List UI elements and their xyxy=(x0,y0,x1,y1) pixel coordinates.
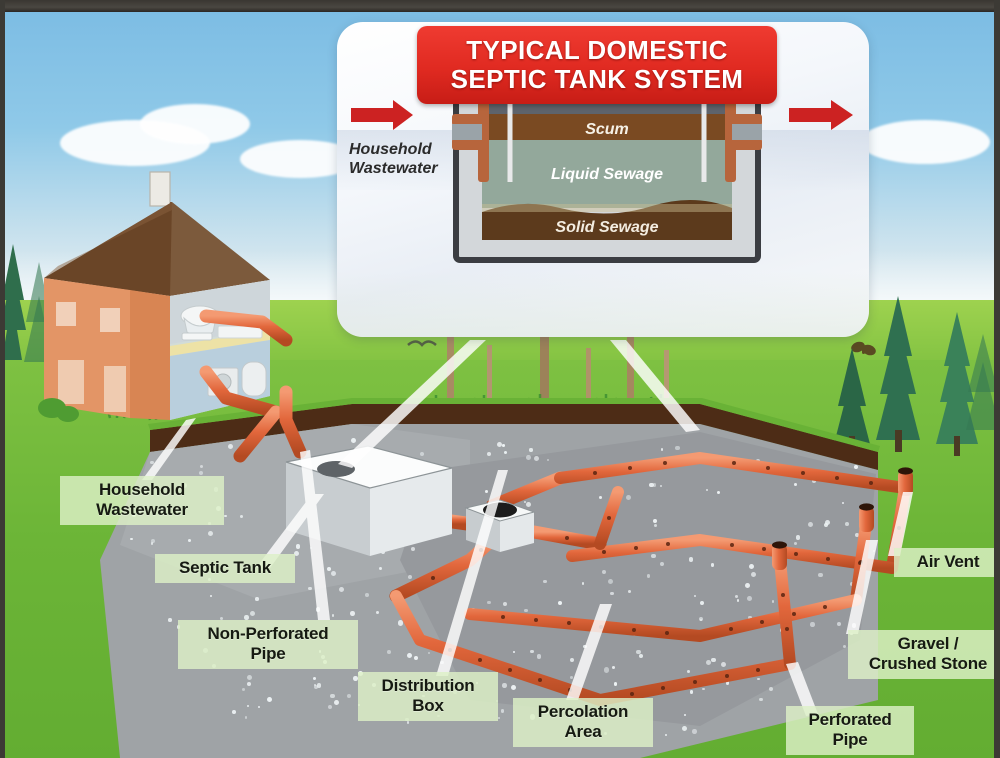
pipe-perforation xyxy=(628,466,632,470)
pipe-perforation xyxy=(896,526,901,530)
pipe-perforation xyxy=(729,626,734,631)
pipe-perforation xyxy=(500,615,505,620)
layer-label-liquid: Liquid Sewage xyxy=(551,166,663,183)
pipe-perforation xyxy=(665,630,670,635)
top-border xyxy=(0,0,1000,12)
inset-arrows xyxy=(351,100,853,130)
pipe-perforation xyxy=(834,476,839,480)
pipe-perforation xyxy=(791,612,796,617)
roof xyxy=(170,202,270,296)
pipe-perforation xyxy=(666,542,670,546)
right-border xyxy=(994,0,1000,758)
pipe-perforation xyxy=(599,624,604,629)
inset-inflow-label: Household Wastewater xyxy=(349,141,438,177)
pipe-perforation xyxy=(602,550,606,554)
pipe-perforation xyxy=(766,466,771,470)
pipe-perforation xyxy=(756,668,761,672)
title-text: TYPICAL DOMESTIC SEPTIC TANK SYSTEM xyxy=(450,35,744,94)
pipe-perforation xyxy=(781,592,786,597)
pipe-perforation xyxy=(479,548,483,552)
pipe-perforation xyxy=(800,471,805,475)
pipe-perforation xyxy=(607,516,611,520)
tank-contents xyxy=(482,92,732,240)
pipe-perforation xyxy=(661,686,666,690)
pipe-perforation xyxy=(629,692,634,696)
pipe-perforation xyxy=(568,688,572,692)
pipe-perforation xyxy=(431,576,435,580)
red-arrow-left-icon xyxy=(351,100,413,130)
cloud xyxy=(860,120,990,164)
inlet-tee xyxy=(452,90,489,182)
pipe-perforation xyxy=(762,547,766,552)
callout-distribution-box: Distribution Box xyxy=(358,672,498,721)
layer-label-solid: Solid Sewage xyxy=(555,219,658,236)
pipe-perforation xyxy=(632,627,637,632)
pipe-perforation xyxy=(760,619,765,624)
pipe-perforation xyxy=(784,627,789,632)
pipe-perforation xyxy=(730,542,734,547)
house-cutaway xyxy=(38,171,270,422)
pipe-perforation xyxy=(663,461,667,465)
pipe-perforation xyxy=(508,668,512,672)
left-border xyxy=(0,0,5,758)
outlet-tee xyxy=(725,90,762,182)
pipe-perforation xyxy=(538,678,542,682)
pipe-perforation xyxy=(566,621,571,626)
callout-non-perforated-pipe: Non-Perforated Pipe xyxy=(178,620,358,669)
pipe-perforation xyxy=(724,674,729,678)
pipe-perforation xyxy=(448,648,452,652)
pipe-perforation xyxy=(634,546,638,550)
pipe-perforation xyxy=(533,618,538,623)
callout-household-wastewater: Household Wastewater xyxy=(60,476,224,525)
pipe-perforation xyxy=(826,556,830,561)
shrub xyxy=(38,398,79,422)
red-arrow-right-icon xyxy=(789,100,853,130)
pipe-perforation xyxy=(868,481,873,485)
callout-air-vent: Air Vent xyxy=(894,548,1000,577)
callout-perforated-pipe: Perforated Pipe xyxy=(786,706,914,755)
layer-label-scum: Scum xyxy=(585,121,629,138)
house-wall-shade xyxy=(130,290,170,420)
pipe-perforation xyxy=(593,471,597,475)
tank-cutaway-drawing: Scum Liquid Sewage Solid Sewage xyxy=(452,56,762,263)
title-banner: TYPICAL DOMESTIC SEPTIC TANK SYSTEM xyxy=(417,26,777,104)
pipe-perforation xyxy=(794,552,798,556)
inset-ground-band xyxy=(337,272,869,337)
pipe-perforation xyxy=(478,658,482,662)
callout-septic-tank: Septic Tank xyxy=(155,554,295,583)
pipe-perforation xyxy=(732,461,737,465)
pipe-perforation xyxy=(822,605,827,610)
cloud xyxy=(140,104,250,144)
pipe-perforation xyxy=(859,560,863,564)
pipe-perforation xyxy=(565,536,569,540)
callout-gravel-crushed-stone: Gravel / Crushed Stone xyxy=(848,630,1000,679)
callout-percolation-area: Percolation Area xyxy=(513,698,653,747)
pipe-perforation xyxy=(693,680,697,684)
